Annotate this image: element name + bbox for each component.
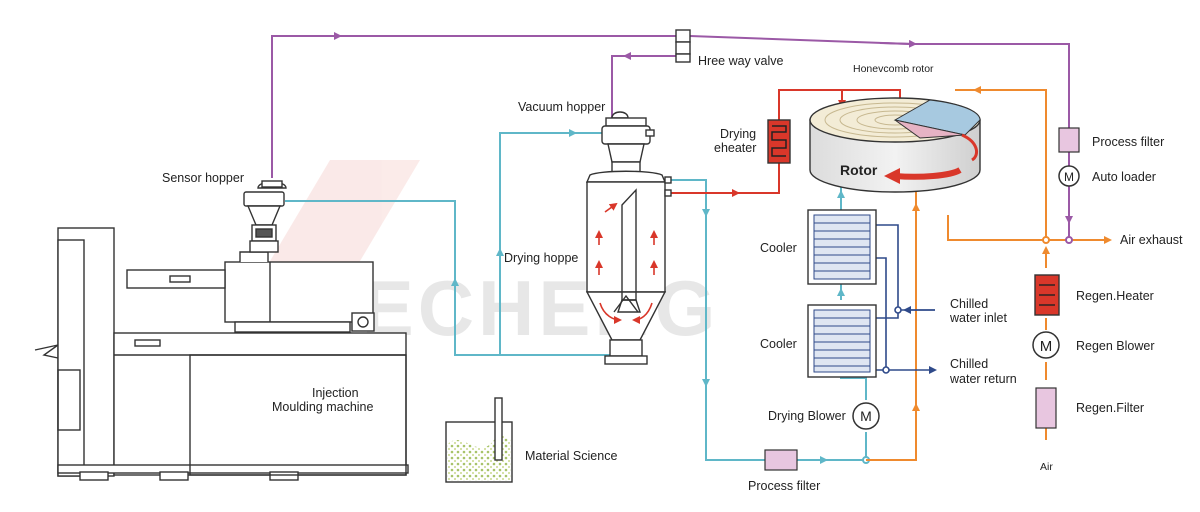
label-vacuum-hopper: Vacuum hopper — [518, 100, 605, 114]
auto-loader-icon: M — [1058, 165, 1080, 187]
regen-air-lines — [866, 86, 1112, 461]
label-chilled-inlet-line1: Chilled — [950, 297, 988, 311]
honeycomb-rotor — [809, 97, 981, 193]
svg-text:M: M — [860, 408, 872, 424]
label-cooler-top: Cooler — [760, 241, 797, 255]
label-chilled-return-line1: Chilled — [950, 357, 988, 371]
label-chilled-inlet-line2: water inlet — [949, 311, 1007, 325]
material-bin — [445, 397, 513, 483]
label-drying-blower: Drying Blower — [768, 409, 846, 423]
label-air-exhaust: Air exhaust — [1120, 233, 1183, 247]
label-regen-blower: Regen Blower — [1076, 339, 1155, 353]
chilled-water-lines — [876, 224, 937, 374]
label-drying-heater-line2: eheater — [714, 141, 756, 155]
label-air: Air — [1040, 461, 1053, 473]
hopper-airflow-arrows — [595, 202, 658, 324]
label-material-science: Material Science — [525, 449, 617, 463]
label-process-filter-top: Process filter — [1092, 135, 1164, 149]
label-auto-loader: Auto loader — [1092, 170, 1156, 184]
injection-moulding-machine — [34, 227, 409, 481]
cooler-bottom — [807, 304, 877, 378]
svg-text:M: M — [1040, 338, 1053, 355]
three-way-valve[interactable] — [675, 29, 691, 63]
regen-filter-icon — [1035, 387, 1057, 429]
label-sensor-hopper: Sensor hopper — [162, 171, 244, 185]
regen-heater-icon — [1034, 274, 1060, 316]
label-regen-filter: Regen.Filter — [1076, 401, 1144, 415]
label-drying-hopper: Drying hoppe — [504, 251, 578, 265]
label-regen-heater: Regen.Heater — [1076, 289, 1154, 303]
sensor-hopper — [243, 180, 287, 253]
label-three-way-valve: Hree way valve — [698, 54, 783, 68]
label-injection-line1: Injection — [312, 386, 359, 400]
label-chilled-return-line2: water return — [949, 372, 1017, 386]
process-filter-top-icon — [1058, 127, 1080, 153]
regen-blower-icon: M — [1032, 331, 1060, 359]
process-air-lines — [285, 129, 870, 464]
svg-text:M: M — [1064, 170, 1074, 184]
drying-heater — [767, 119, 791, 164]
cooler-top — [807, 209, 877, 285]
label-drying-heater-line1: Drying — [720, 127, 756, 141]
process-filter-bottom-icon — [764, 449, 798, 471]
label-honeycomb-rotor: Honevcomb rotor — [853, 63, 934, 75]
label-cooler-bottom: Cooler — [760, 337, 797, 351]
drying-blower-icon: M — [852, 402, 880, 430]
label-injection-line2: Moulding machine — [272, 400, 373, 414]
label-rotor: Rotor — [840, 162, 878, 178]
label-process-filter-bottom: Process filter — [748, 479, 820, 493]
conveying-lines — [271, 32, 1073, 240]
